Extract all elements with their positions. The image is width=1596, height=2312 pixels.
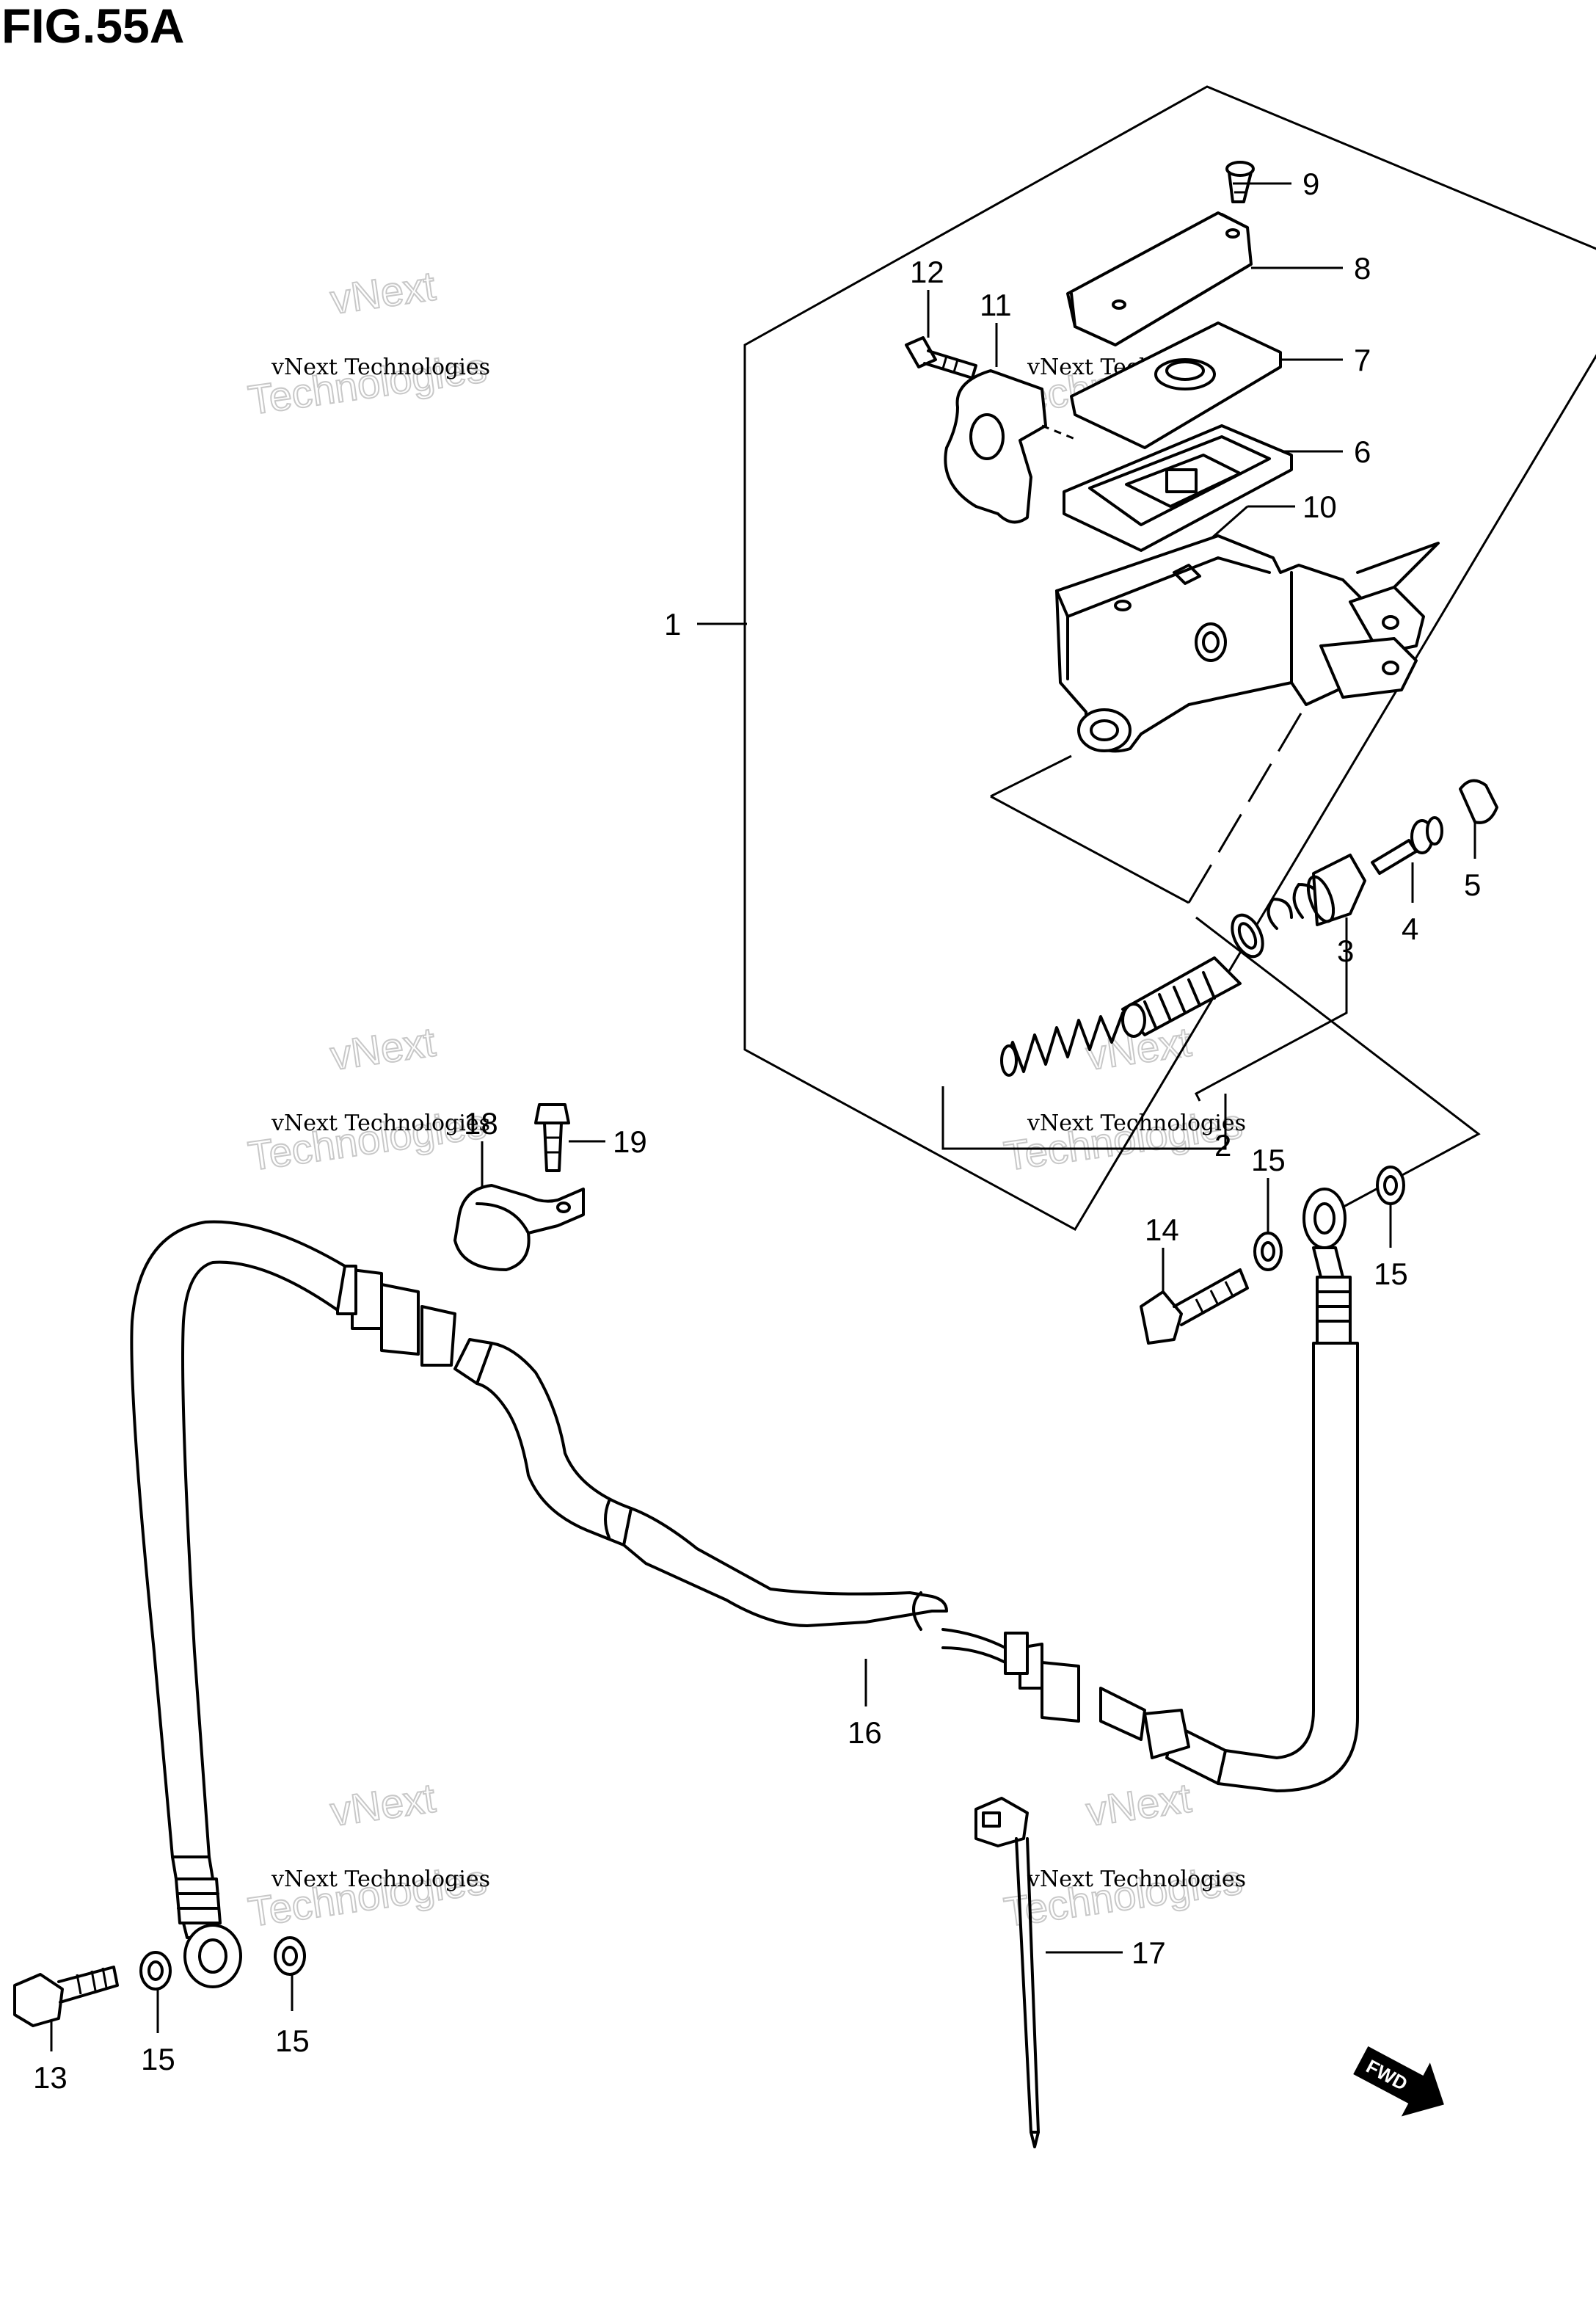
- label-part-10: 10: [1302, 490, 1337, 524]
- label-part-15-right: 15: [1374, 1257, 1408, 1291]
- banjo-bolt-13: [13, 1966, 119, 2027]
- push-rod-4: [1371, 816, 1443, 875]
- label-part-16: 16: [848, 1715, 882, 1750]
- guide-line: [1187, 704, 1308, 904]
- label-part-4: 4: [1402, 912, 1418, 946]
- diaphragm-6: [1063, 424, 1293, 552]
- forward-arrow-icon: FWD: [1353, 2046, 1444, 2117]
- clamp-bracket-11: [944, 369, 1079, 524]
- label-part-8: 8: [1354, 251, 1371, 286]
- bolt-12: [905, 336, 977, 379]
- figure-title: FIG.55A: [1, 0, 185, 53]
- banjo-bolt-14: [1140, 1268, 1249, 1345]
- watermark-text: vNext Technologies: [271, 1110, 490, 1136]
- label-part-15-upper: 15: [1251, 1143, 1286, 1177]
- label-part-11: 11: [980, 288, 1012, 322]
- master-cylinder-body: [1055, 534, 1440, 753]
- clutch-hose-16: [130, 1188, 1359, 1988]
- piston-cups-3: [1231, 854, 1366, 959]
- label-part-15-lower-right: 15: [275, 2024, 310, 2058]
- washer-15-upper: [1253, 1232, 1283, 1271]
- label-part-19: 19: [613, 1124, 647, 1159]
- watermark-text: vNext Technologies: [1027, 1866, 1246, 1892]
- watermark-text: vNext Technologies: [271, 355, 490, 380]
- label-part-3: 3: [1337, 934, 1354, 968]
- watermark-vnext: vNext: [327, 1018, 438, 1078]
- watermark-text: vNext Technologies: [271, 1866, 490, 1892]
- guide-line: [990, 755, 1072, 798]
- label-part-14: 14: [1145, 1213, 1179, 1247]
- label-part-17: 17: [1132, 1935, 1166, 1970]
- label-part-5: 5: [1464, 868, 1481, 902]
- clamp-18: [453, 1184, 585, 1271]
- reservoir-cap-8: [1066, 211, 1253, 346]
- assembly-outline: [743, 85, 1596, 1232]
- watermark-vnext: vNext: [327, 1774, 438, 1834]
- boot-5: [1459, 779, 1498, 824]
- label-part-6: 6: [1354, 435, 1371, 469]
- watermark-text: vNext Technologies: [1027, 1110, 1246, 1136]
- label-part-18: 18: [464, 1106, 498, 1141]
- label-part-13: 13: [33, 2060, 68, 2095]
- label-part-12: 12: [910, 255, 944, 289]
- washer-15-lower-right: [274, 1936, 306, 1976]
- piston-spring-2: [1000, 956, 1242, 1077]
- cable-tie-17: [974, 1797, 1040, 2148]
- label-part-9: 9: [1302, 167, 1319, 201]
- label-part-7: 7: [1354, 343, 1371, 377]
- washer-15-lower-left: [139, 1951, 172, 1991]
- watermark-vnext: vNext: [1083, 1774, 1194, 1834]
- label-part-2: 2: [1214, 1128, 1231, 1163]
- diaphragm-plate-7: [1070, 321, 1282, 449]
- watermark-vnext: vNext: [327, 262, 438, 322]
- label-part-15-lower-left: 15: [141, 2042, 175, 2076]
- label-part-1: 1: [664, 607, 681, 641]
- bolt-19: [534, 1103, 570, 1172]
- washer-15-right: [1376, 1166, 1405, 1205]
- screw-9: [1225, 161, 1255, 203]
- guide-line: [990, 795, 1189, 904]
